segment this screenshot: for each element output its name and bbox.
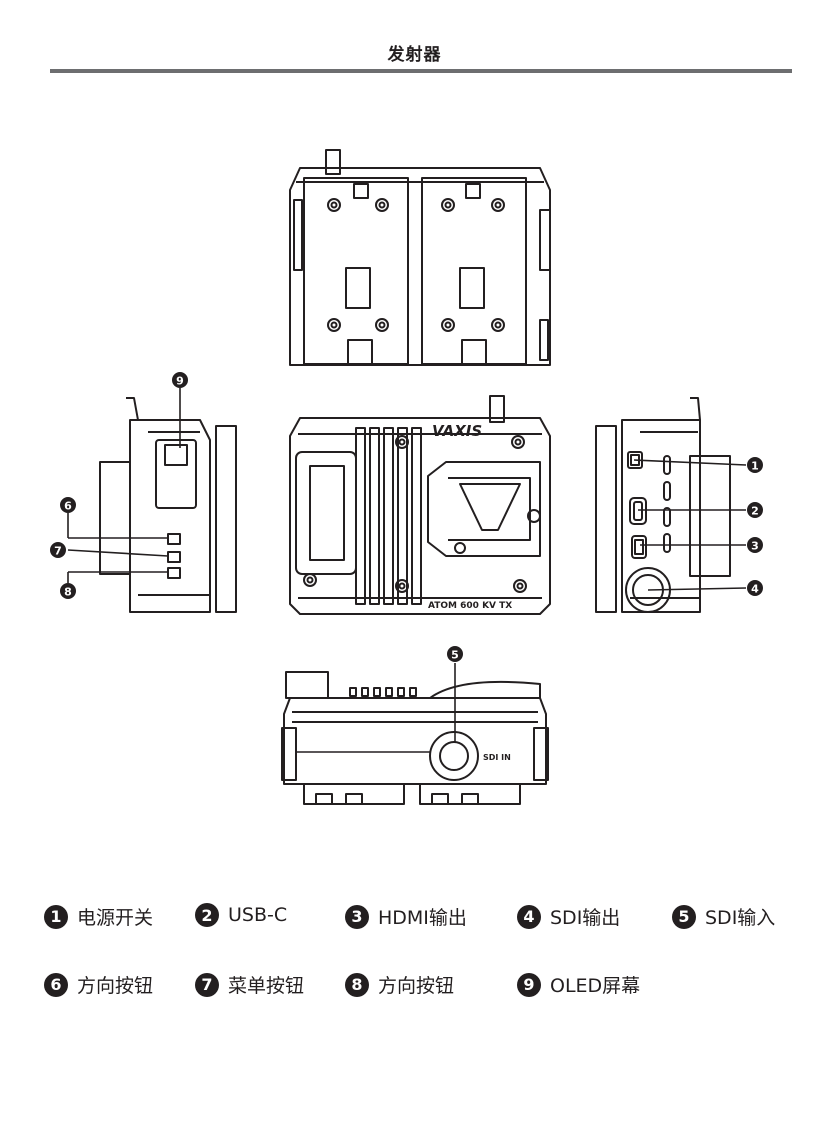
number-badge: 8 bbox=[345, 972, 369, 997]
svg-text:8: 8 bbox=[64, 586, 72, 599]
left-view bbox=[99, 397, 237, 613]
number-badge: 4 bbox=[517, 904, 541, 929]
legend-label: 电源开关 bbox=[77, 907, 154, 929]
legend-item-oled-screen: 9 OLED屏幕 bbox=[517, 971, 640, 998]
svg-text:9: 9 bbox=[176, 375, 184, 388]
legend-item-hdmi-out: 3 HDMI输出 bbox=[345, 903, 467, 930]
number-badge: 6 bbox=[44, 972, 68, 997]
callout-1: 1 bbox=[747, 457, 763, 473]
svg-text:5: 5 bbox=[451, 649, 459, 662]
leader-lines bbox=[67, 388, 747, 753]
svg-text:6: 6 bbox=[64, 500, 72, 513]
callout-3: 3 bbox=[747, 537, 763, 553]
sdi-in-label: SDI IN bbox=[483, 753, 511, 762]
number-badge: 3 bbox=[345, 904, 369, 929]
legend-label: 方向按钮 bbox=[378, 975, 455, 997]
legend-label: SDI输入 bbox=[705, 907, 776, 929]
legend-item-usb-c: 2 USB-C bbox=[195, 903, 287, 927]
legend-item-direction-button-2: 8 方向按钮 bbox=[345, 971, 454, 998]
svg-text:3: 3 bbox=[751, 540, 759, 553]
legend-label: 方向按钮 bbox=[77, 975, 154, 997]
number-badge: 5 bbox=[672, 904, 696, 929]
number-badge: 1 bbox=[44, 904, 68, 929]
legend-item-direction-button-1: 6 方向按钮 bbox=[44, 971, 153, 998]
legend-label: SDI输出 bbox=[550, 907, 621, 929]
svg-text:4: 4 bbox=[751, 583, 759, 596]
bottom-view bbox=[281, 671, 549, 805]
callout-7: 7 bbox=[50, 542, 66, 558]
legend-item-sdi-out: 4 SDI输出 bbox=[517, 903, 620, 930]
svg-text:1: 1 bbox=[751, 460, 759, 473]
model-label: ATOM 600 KV TX bbox=[428, 601, 512, 611]
svg-text:2: 2 bbox=[751, 505, 759, 518]
legend-item-menu-button: 7 菜单按钮 bbox=[195, 971, 304, 998]
number-badge: 7 bbox=[195, 972, 219, 997]
legend-item-sdi-in: 5 SDI输入 bbox=[672, 903, 775, 930]
callout-8: 8 bbox=[60, 583, 76, 599]
brand-logo: VAXIS bbox=[432, 422, 482, 440]
number-badge: 9 bbox=[517, 972, 541, 997]
callout-2: 2 bbox=[747, 502, 763, 518]
legend-label: OLED屏幕 bbox=[550, 975, 641, 997]
top-view bbox=[289, 149, 551, 366]
page-title: 发射器 bbox=[387, 45, 442, 65]
legend-label: 菜单按钮 bbox=[228, 975, 305, 997]
number-badge: 2 bbox=[195, 903, 219, 927]
svg-text:7: 7 bbox=[54, 545, 62, 558]
callout-5: 5 bbox=[447, 646, 463, 662]
legend-label: HDMI输出 bbox=[378, 907, 467, 929]
front-view bbox=[289, 395, 551, 615]
right-view bbox=[595, 397, 731, 613]
callout-9: 9 bbox=[172, 372, 188, 388]
legend-item-power-switch: 1 电源开关 bbox=[44, 903, 153, 930]
legend-label: USB-C bbox=[228, 904, 288, 926]
callout-4: 4 bbox=[747, 580, 763, 596]
callout-6: 6 bbox=[60, 497, 76, 513]
title-rule bbox=[50, 69, 792, 73]
